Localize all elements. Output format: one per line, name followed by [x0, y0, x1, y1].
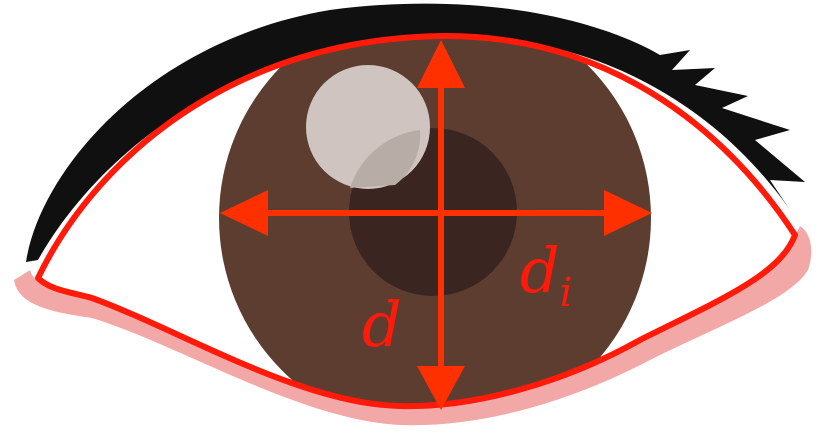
label-di-main: d: [520, 234, 560, 307]
label-di-sub: i: [560, 270, 573, 316]
label-d: d: [362, 288, 402, 361]
